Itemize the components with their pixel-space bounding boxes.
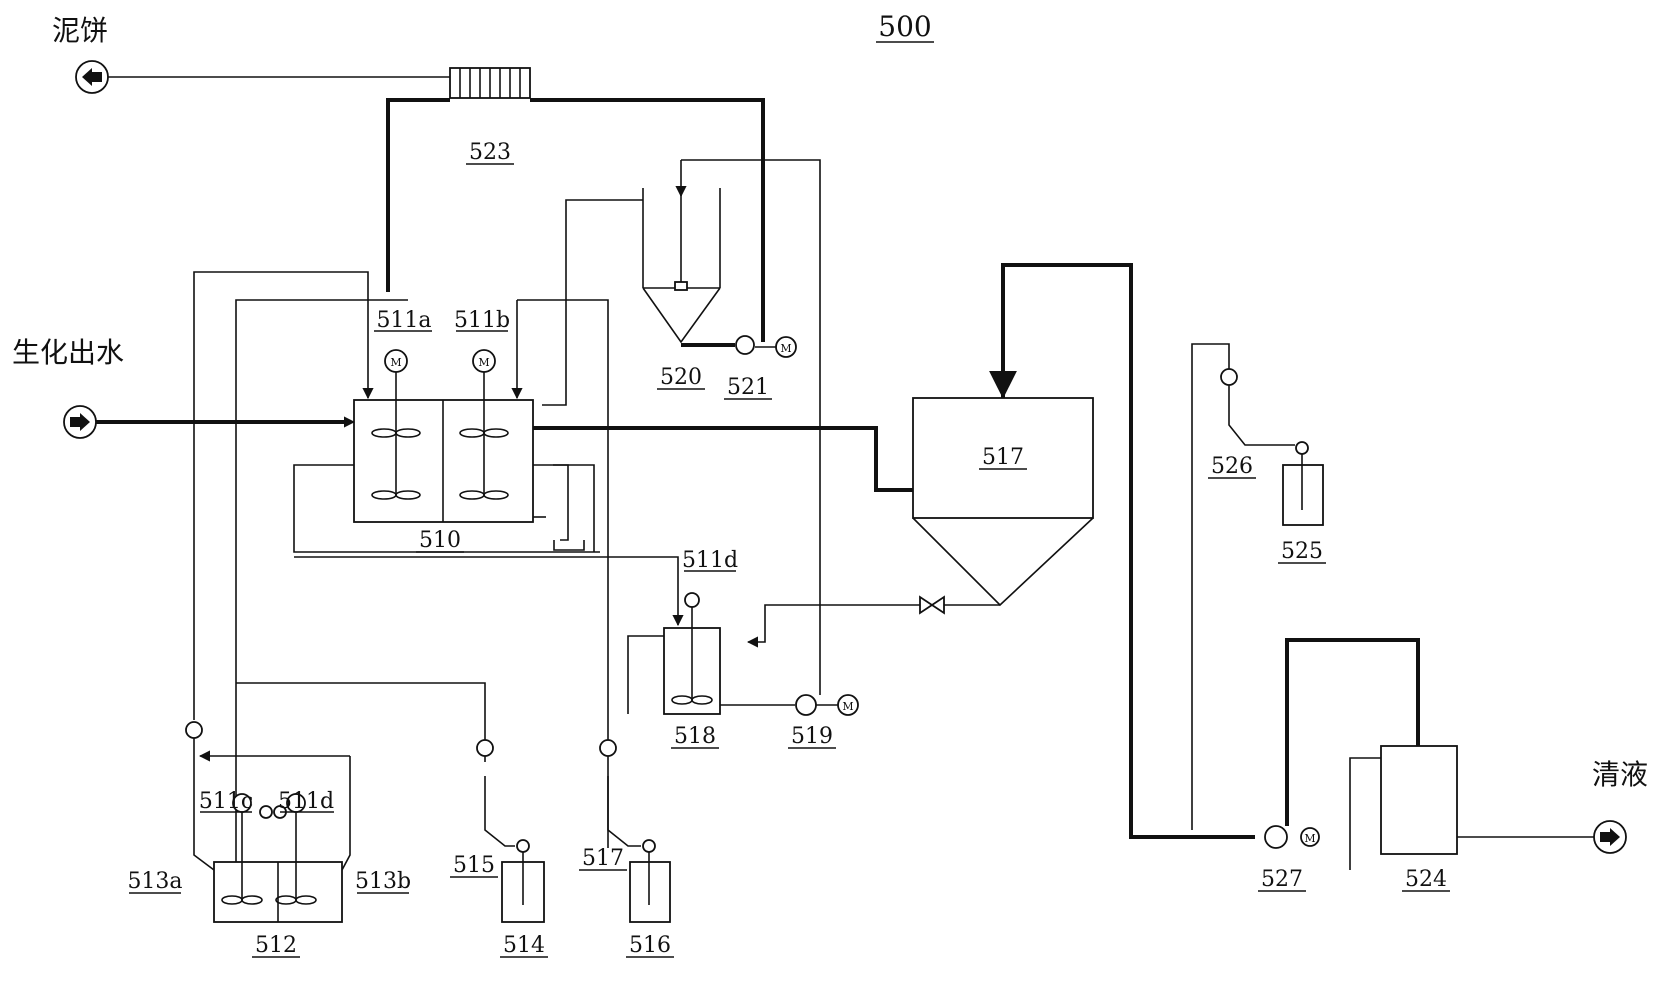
filter-press-523: 523: [449, 67, 531, 165]
label-517-settler: 517: [982, 445, 1024, 470]
label-515: 515: [453, 853, 495, 878]
pump-527: M 527: [1258, 825, 1320, 892]
dosing-tank-514: 514 515: [450, 739, 548, 958]
dosing-tank-512: 512 511c 511d 513a 513b: [127, 789, 411, 958]
pump-519: M 519: [720, 640, 859, 749]
sludge-cake-outlet: 泥饼: [52, 14, 109, 94]
sludge-tank-518: 518: [627, 592, 721, 749]
dosing-tank-516: 516 517: [579, 739, 674, 958]
label-527: 527: [1261, 867, 1303, 892]
label-516: 516: [629, 933, 671, 958]
label-521: 521: [727, 375, 769, 400]
label-513b: 513b: [355, 869, 411, 894]
motor-519-symbol: M: [842, 700, 853, 713]
clear-liquid-outlet: 清液: [1592, 758, 1648, 854]
bio-effluent-label: 生化出水: [12, 336, 124, 369]
motor-511b-symbol: M: [478, 356, 489, 369]
label-514: 514: [503, 933, 545, 958]
label-523: 523: [469, 140, 511, 165]
label-511d-bottom: 511d: [278, 789, 334, 814]
label-517-pump: 517: [582, 846, 624, 871]
settler-517: 517: [912, 397, 1094, 607]
label-511b: 511b: [454, 308, 510, 333]
label-511c: 511c: [199, 789, 253, 814]
label-512: 512: [255, 933, 297, 958]
label-510: 510: [419, 528, 461, 553]
label-511a: 511a: [376, 308, 431, 333]
label-519: 519: [791, 724, 833, 749]
label-518: 518: [674, 724, 716, 749]
label-525: 525: [1281, 539, 1323, 564]
label-524: 524: [1405, 867, 1447, 892]
dosing-tank-525: 525 526: [1191, 343, 1326, 830]
label-526: 526: [1211, 454, 1253, 479]
label-513a: 513a: [127, 869, 182, 894]
diagram-title: 500: [878, 10, 931, 43]
reaction-tank-510: M M 510 511a 511b: [353, 308, 534, 553]
label-520: 520: [660, 365, 702, 390]
motor-511a-symbol: M: [390, 356, 401, 369]
pump-521: M 521: [681, 335, 797, 400]
sludge-cake-label: 泥饼: [52, 14, 108, 47]
label-511d-top: 511d: [682, 548, 738, 573]
thickener-520: 520: [542, 159, 821, 640]
clear-liquid-label: 清液: [1592, 758, 1648, 791]
clear-liquid-tank-524: 524: [1349, 745, 1458, 892]
bio-effluent-inlet: 生化出水: [12, 336, 124, 439]
motor-527-symbol: M: [1304, 832, 1315, 845]
motor-521-symbol: M: [780, 342, 791, 355]
